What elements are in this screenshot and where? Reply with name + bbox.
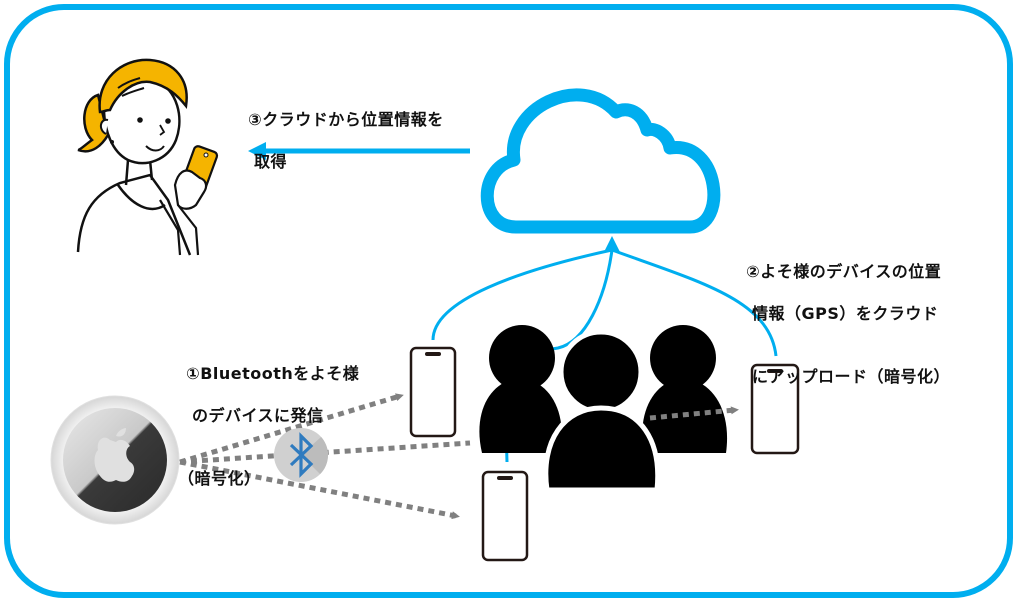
bluetooth-badge	[274, 428, 328, 482]
step2-line3: にアップロード（暗号化）	[752, 367, 951, 386]
phone-bottom-icon	[481, 470, 529, 562]
diagram-frame	[4, 4, 1013, 598]
phone-left-icon	[409, 346, 457, 438]
step1-line3: （暗号化）	[178, 469, 261, 488]
signal-arrow-to-phone-left	[179, 393, 404, 465]
bluetooth-icon	[289, 432, 314, 478]
person-silhouette-center	[543, 329, 661, 493]
phone-right-icon	[750, 363, 800, 455]
signal-arrow-to-phone-right	[649, 406, 739, 421]
upload-arrowhead	[604, 236, 620, 252]
step1-label: ①Bluetoothをよそ様 のデバイスに発信 （暗号化）	[174, 342, 359, 510]
step3-line2: 取得	[254, 152, 288, 171]
person-silhouette-right	[642, 325, 728, 453]
user-with-phone-illustration	[76, 58, 219, 256]
step3-line1: ③クラウドから位置情報を	[248, 110, 444, 129]
cloud-icon	[480, 88, 721, 234]
arrow-cloud-to-user	[248, 142, 470, 160]
step3-label: ③クラウドから位置情報を 取得	[236, 88, 444, 193]
airtag-icon	[50, 395, 180, 525]
step1-line1: ①Bluetoothをよそ様	[186, 364, 360, 383]
step2-line2: 情報（GPS）をクラウド	[752, 304, 939, 323]
signal-arrow-to-phone-bottom	[179, 459, 460, 520]
step1-line2: のデバイスに発信	[192, 406, 324, 425]
person-silhouette-left	[479, 325, 562, 453]
upload-line-left	[431, 248, 613, 341]
step2-line1: ②よそ様のデバイスの位置	[746, 262, 942, 281]
people-group-icon	[479, 325, 728, 493]
step2-label: ②よそ様のデバイスの位置 情報（GPS）をクラウド にアップロード（暗号化）	[734, 240, 950, 408]
upload-line-right	[611, 248, 778, 357]
